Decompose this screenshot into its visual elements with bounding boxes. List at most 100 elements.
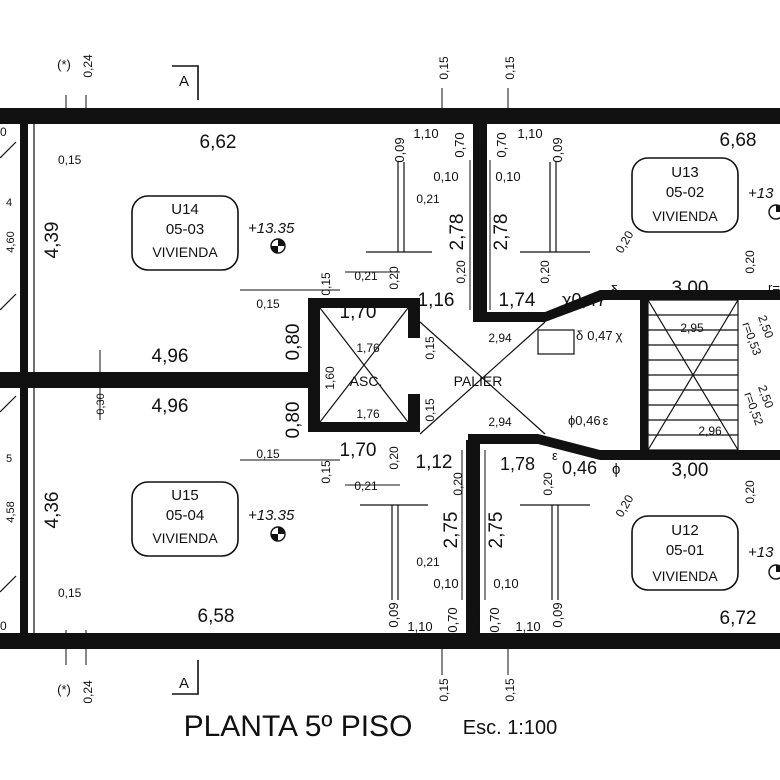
dim-275-right: 2,75: [486, 512, 507, 549]
dim-178: 1,78: [500, 454, 535, 474]
note-mark-top: (*): [57, 57, 71, 72]
dim-110-top-left: 1,10: [413, 126, 438, 141]
u14-use: VIVIENDA: [152, 244, 218, 260]
unit-box-u12: [631, 515, 739, 591]
elevator-cross-2: [319, 307, 409, 423]
u12-level: +13: [748, 544, 774, 561]
dim-070-bottom-left: 0,70: [445, 607, 460, 632]
dim-021-top-left: 0,21: [354, 269, 378, 283]
dim-bottom-right-width: 6,72: [720, 608, 757, 629]
dim-015-vert-bottom: 0,15: [319, 460, 333, 484]
exterior-wall-bottom: [0, 633, 780, 649]
dim-020-stair-bottom: 0,20: [613, 492, 637, 520]
dim-020-stair-bottom-right: 0,20: [743, 480, 757, 504]
dim-275-left: 2,75: [441, 512, 462, 549]
elevator-wall-left: [308, 298, 320, 432]
dim-070-top-right: 0,70: [494, 132, 509, 157]
dim-009-bottom-right: 0,09: [550, 602, 565, 627]
staircase: [647, 299, 739, 451]
dim-015-landing-bottom: 0,15: [423, 398, 437, 422]
u12-code: 05-01: [666, 542, 704, 559]
dim-mid-bottom: 4,96: [152, 396, 189, 417]
dim-294-bottom: 2,94: [488, 415, 512, 429]
dim-116: 1,16: [418, 290, 455, 311]
dim-047-small: 0,47: [587, 328, 612, 343]
dim-015-landing-top: 0,15: [423, 336, 437, 360]
landing-label: PALIER: [454, 373, 503, 389]
r-partial-label: r=: [768, 280, 780, 295]
dim-020-elev-top: 0,20: [387, 266, 401, 290]
left-diag-1: [0, 141, 17, 159]
dim-020-core-bottom-right: 0,20: [541, 472, 555, 496]
dim-176-bottom: 1,76: [356, 407, 380, 421]
note-mark-bottom: (*): [57, 682, 71, 697]
chi-symbol-1: χ: [562, 290, 572, 310]
u14-code: 05-03: [166, 221, 204, 238]
dim-021-bottom-core: 0,21: [416, 555, 440, 569]
level-symbol-u12: [768, 564, 780, 580]
dim-015-elev-top: 0,15: [256, 297, 280, 311]
phi-symbol-1: ϕ: [568, 413, 575, 428]
u13-id: U13: [671, 164, 699, 181]
delta-symbol-2: δ: [576, 328, 583, 343]
dim-bottom-left-width: 6,58: [198, 606, 235, 627]
section-label-top: A: [179, 73, 189, 90]
dim-070-top-left: 0,70: [452, 132, 467, 157]
dim-024-top: 0,24: [81, 54, 95, 78]
core-wall-upper: [473, 124, 487, 320]
unit-box-u15: [131, 481, 239, 557]
core-wall-lower: [466, 440, 480, 633]
dim-300-top: 3,00: [672, 278, 709, 299]
dim-021-top-core: 0,21: [416, 192, 440, 206]
dim-170-top: 1,70: [340, 302, 377, 323]
dim-170-bottom: 1,70: [340, 440, 377, 461]
dim-020-core-top-right: 0,20: [538, 260, 552, 284]
dim-left-edge-top: 4: [6, 197, 12, 209]
dimension-lines: [65, 88, 509, 675]
u15-level: +13.35: [248, 507, 295, 524]
dim-047-value: 0,47: [571, 290, 606, 310]
ducts: [360, 162, 590, 600]
landing-wall-top: [473, 312, 545, 322]
dim-176-top: 1,76: [356, 341, 380, 355]
dim-070-bottom-right: 0,70: [487, 607, 502, 632]
dim-278-right: 2,78: [491, 214, 512, 251]
u15-id: U15: [171, 487, 199, 504]
exterior-wall-top: [0, 108, 780, 124]
plan-scale: Esc. 1:100: [463, 717, 558, 739]
dim-009-top-right: 0,09: [550, 137, 565, 162]
u12-id: U12: [671, 522, 699, 539]
level-symbol-u14: [270, 238, 286, 254]
stair-wall-upper: [545, 290, 780, 322]
dim-wall-030: 0,30: [95, 393, 107, 414]
dim-009-top-left: 0,09: [392, 137, 407, 162]
dim-009-bottom-left: 0,09: [386, 602, 401, 627]
dim-020-core-top-left: 0,20: [454, 260, 468, 284]
left-diag-2: [0, 293, 17, 311]
dim-015-left-top: 0,15: [58, 153, 82, 167]
dim-010-top-right: 0,10: [495, 169, 520, 184]
dim-110-bottom-right: 1,10: [515, 619, 540, 634]
dim-080-top: 0,80: [283, 324, 304, 361]
eps-symbol-1: ε: [603, 413, 609, 428]
dim-015-core-bottom-b: 0,15: [503, 678, 517, 702]
section-marker-top: [172, 65, 199, 100]
dim-278-left: 2,78: [447, 214, 468, 251]
dim-u15-depth: 4,36: [42, 492, 63, 529]
dim-020-elev-bottom: 0,20: [387, 446, 401, 470]
dim-020-stair-top: 0,20: [613, 228, 637, 256]
dim-010-bottom-left: 0,10: [433, 576, 458, 591]
elevator-wall-right-bottom: [408, 394, 420, 432]
dim-295: 2,95: [680, 321, 704, 335]
u13-code: 05-02: [666, 184, 704, 201]
u13-use: VIVIENDA: [652, 208, 718, 224]
dim-046-small: 0,46: [575, 413, 600, 428]
landing-niche: [537, 329, 575, 355]
unit-box-u13: [631, 157, 739, 233]
dim-300-bottom: 3,00: [672, 460, 709, 481]
dim-020-stair-top-right: 0,20: [743, 250, 757, 274]
dim-080-bottom: 0,80: [283, 402, 304, 439]
